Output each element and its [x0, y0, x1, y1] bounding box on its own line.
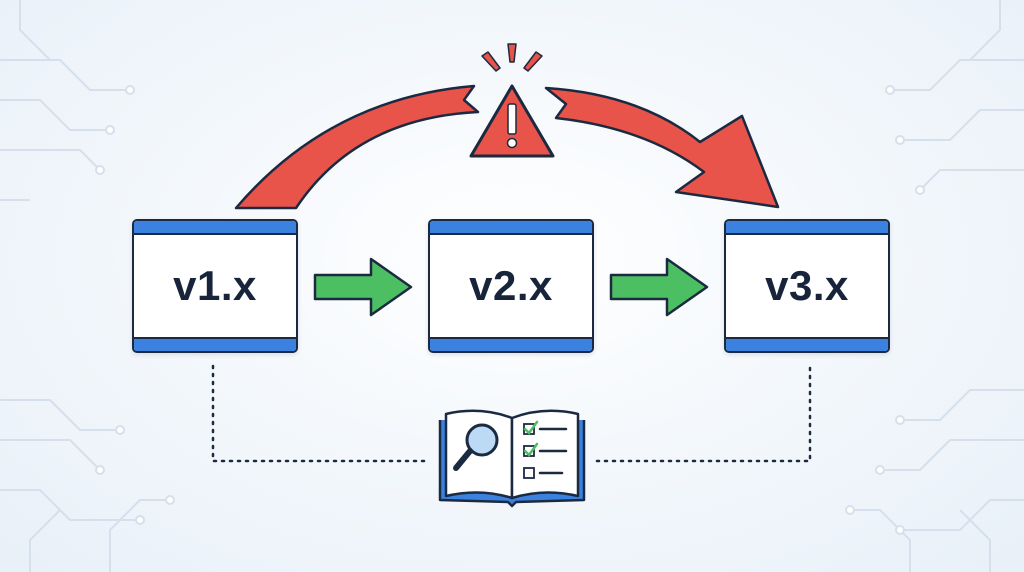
circuit-nodes-left — [95, 85, 175, 525]
skip-arrow-right-segment — [544, 86, 780, 209]
dotted-connector-line — [211, 364, 812, 463]
circuit-decoration-left — [0, 0, 170, 572]
box-header-bar — [134, 221, 296, 235]
version-label-v3: v3.x — [765, 262, 849, 309]
upgrade-arrow-v1-to-v2 — [313, 257, 413, 317]
box-header-bar — [430, 221, 592, 235]
open-book-checklist-icon — [438, 409, 586, 508]
box-footer-bar — [726, 337, 888, 351]
box-footer-bar — [430, 337, 592, 351]
version-box-v1: v1.x — [132, 219, 298, 353]
version-label-v1: v1.x — [173, 262, 257, 309]
magnifying-glass-icon — [453, 423, 499, 471]
circuit-nodes-right — [845, 85, 925, 535]
version-label-v2: v2.x — [469, 262, 553, 309]
box-footer-bar — [134, 337, 296, 351]
circuit-decoration-right — [850, 0, 1024, 572]
version-box-v2: v2.x — [428, 219, 594, 353]
warning-triangle-icon — [469, 84, 555, 158]
box-header-bar — [726, 221, 888, 235]
skip-arrow-left-segment — [234, 84, 480, 210]
version-box-v3: v3.x — [724, 219, 890, 353]
checklist-items — [523, 420, 568, 479]
upgrade-arrow-v2-to-v3 — [609, 257, 709, 317]
warning-burst-lines — [481, 43, 543, 72]
